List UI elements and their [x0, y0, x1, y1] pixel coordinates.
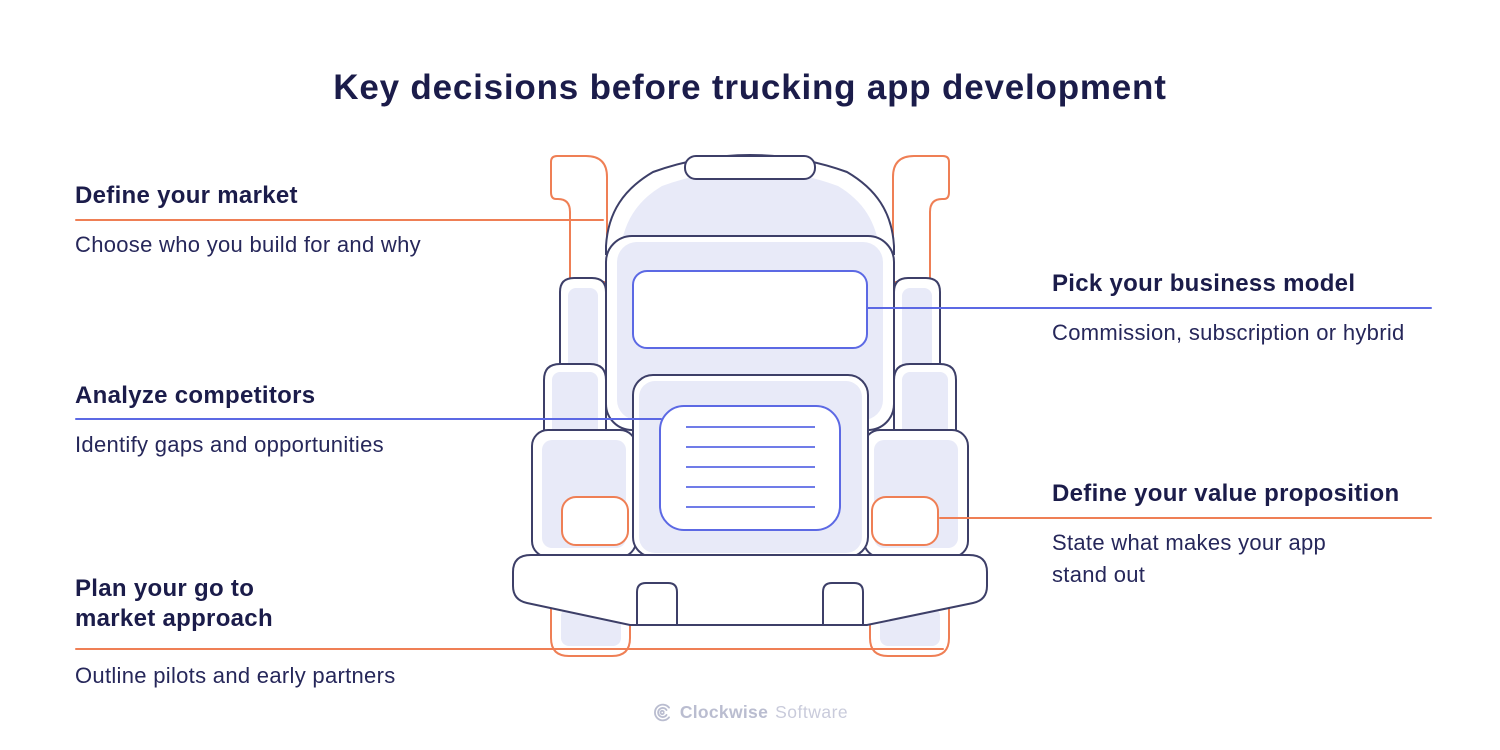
clockwise-spiral-icon — [653, 703, 670, 722]
callout-description: Choose who you build for and why — [75, 232, 421, 257]
callout-go-to-market: Plan your go to market approach — [75, 574, 320, 634]
callout-description: Outline pilots and early partners — [75, 663, 396, 688]
callout-analyze-competitors-description: Identify gaps and opportunities — [75, 429, 555, 461]
page-title: Key decisions before trucking app develo… — [333, 68, 1167, 107]
callout-description: Identify gaps and opportunities — [75, 432, 384, 457]
callout-heading: Define your market — [75, 182, 298, 209]
bumper — [512, 554, 988, 626]
callout-value-proposition-description: State what makes your app stand out — [1052, 527, 1382, 591]
callout-heading: Analyze competitors — [75, 382, 316, 409]
callout-description: State what makes your app stand out — [1052, 530, 1327, 587]
bumper-guard-left — [636, 582, 678, 626]
exhaust-pipe-right-icon — [892, 155, 950, 283]
grille — [659, 405, 841, 531]
connector-analyze-competitors — [75, 418, 662, 420]
callout-define-market-description: Choose who you build for and why — [75, 229, 555, 261]
connector-business-model — [867, 307, 1432, 309]
connector-value-proposition — [939, 517, 1432, 519]
footer-brand: Clockwise Software — [0, 702, 1500, 723]
sun-visor — [684, 155, 816, 180]
callout-heading: Define your value proposition — [1052, 480, 1400, 507]
connector-define-market — [75, 219, 604, 221]
brand-name-bold: Clockwise — [679, 702, 769, 722]
callout-business-model-description: Commission, subscription or hybrid — [1052, 317, 1472, 349]
callout-heading: Pick your business model — [1052, 270, 1356, 297]
callout-business-model: Pick your business model — [1052, 269, 1472, 299]
headlight-left-icon — [561, 496, 629, 546]
callout-go-to-market-description: Outline pilots and early partners — [75, 660, 555, 692]
brand-name-light: Software — [775, 702, 849, 722]
callout-define-market: Define your market — [75, 181, 555, 211]
windshield — [632, 270, 868, 349]
headlight-right-icon — [871, 496, 939, 546]
bumper-guard-right — [822, 582, 864, 626]
callout-analyze-competitors: Analyze competitors — [75, 381, 555, 411]
callout-description: Commission, subscription or hybrid — [1052, 320, 1405, 345]
callout-value-proposition: Define your value proposition — [1052, 479, 1472, 509]
callout-heading: Plan your go to market approach — [75, 575, 273, 632]
connector-go-to-market — [75, 648, 944, 650]
